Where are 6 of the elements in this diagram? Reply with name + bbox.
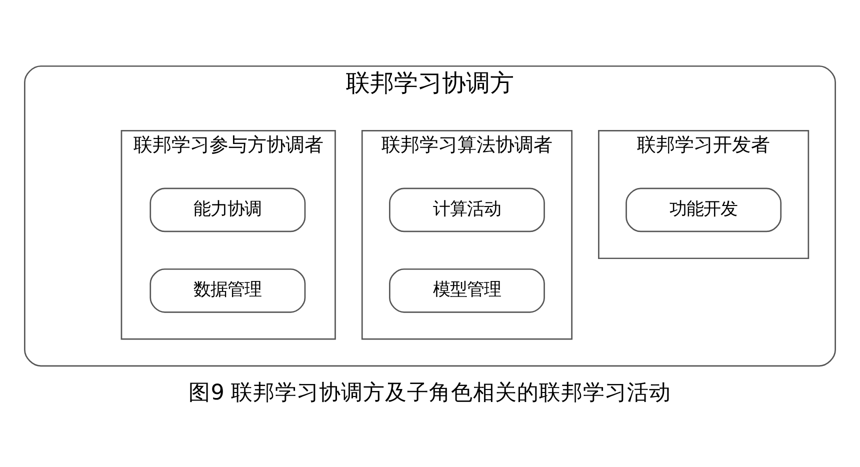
node-box: 计算活动 (389, 188, 545, 232)
node-box: 功能开发 (626, 188, 782, 232)
caption: 图9 联邦学习协调方及子角色相关的联邦学习活动 (188, 380, 672, 406)
node-box: 数据管理 (150, 268, 306, 313)
node-box: 能力协调 (150, 188, 306, 232)
node-box: 模型管理 (389, 268, 545, 313)
